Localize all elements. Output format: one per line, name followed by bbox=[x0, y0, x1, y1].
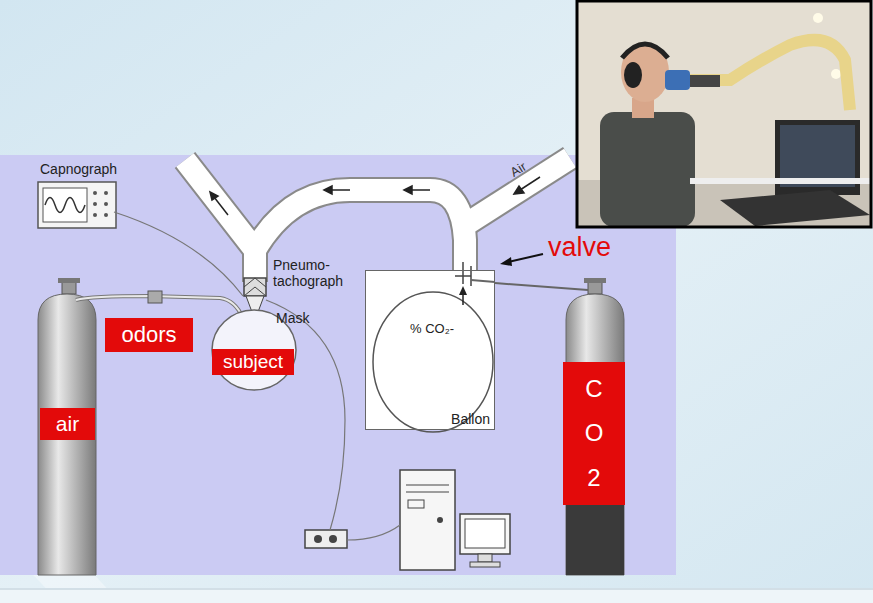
breathing-tubes bbox=[185, 158, 570, 282]
node-label: subject bbox=[223, 351, 283, 373]
interface-box bbox=[305, 530, 347, 548]
node-label: air bbox=[56, 412, 79, 436]
device-label: Pneumo- tachograph bbox=[273, 257, 351, 289]
flow-label: Air bbox=[508, 160, 529, 181]
valve-pointer-head bbox=[500, 257, 512, 266]
photo-inset bbox=[577, 1, 871, 227]
subject-label-box: subject bbox=[212, 349, 294, 375]
node-label: C O 2 bbox=[582, 367, 606, 500]
pneumotachograph bbox=[244, 278, 266, 312]
odor-label-box: odors bbox=[105, 318, 193, 352]
valve-symbol bbox=[455, 262, 471, 286]
valve-arrow-head bbox=[459, 286, 467, 295]
content-label: % CO₂- bbox=[410, 321, 454, 336]
balloon-box: % CO₂- Ballon bbox=[365, 270, 495, 430]
capnograph-device bbox=[38, 182, 116, 228]
odor-device bbox=[148, 291, 162, 303]
diagram-panel bbox=[0, 155, 676, 575]
computer bbox=[400, 470, 510, 570]
part-label: Mask bbox=[276, 310, 309, 326]
co2-label-box: C O 2 bbox=[563, 362, 625, 505]
node-label: odors bbox=[121, 322, 176, 348]
air-cylinder bbox=[38, 278, 96, 575]
co2-line bbox=[471, 280, 495, 282]
callout-label: valve bbox=[548, 232, 611, 263]
co2-line bbox=[495, 283, 588, 290]
flow-arrows bbox=[210, 177, 540, 215]
balloon-box-fill bbox=[365, 270, 495, 430]
balloon bbox=[373, 292, 493, 432]
signal-wires bbox=[114, 212, 400, 540]
device-label: Capnograph bbox=[40, 161, 117, 177]
box-title: Ballon bbox=[451, 411, 490, 427]
valve-pointer bbox=[508, 254, 543, 262]
air-label-box: air bbox=[40, 408, 95, 440]
